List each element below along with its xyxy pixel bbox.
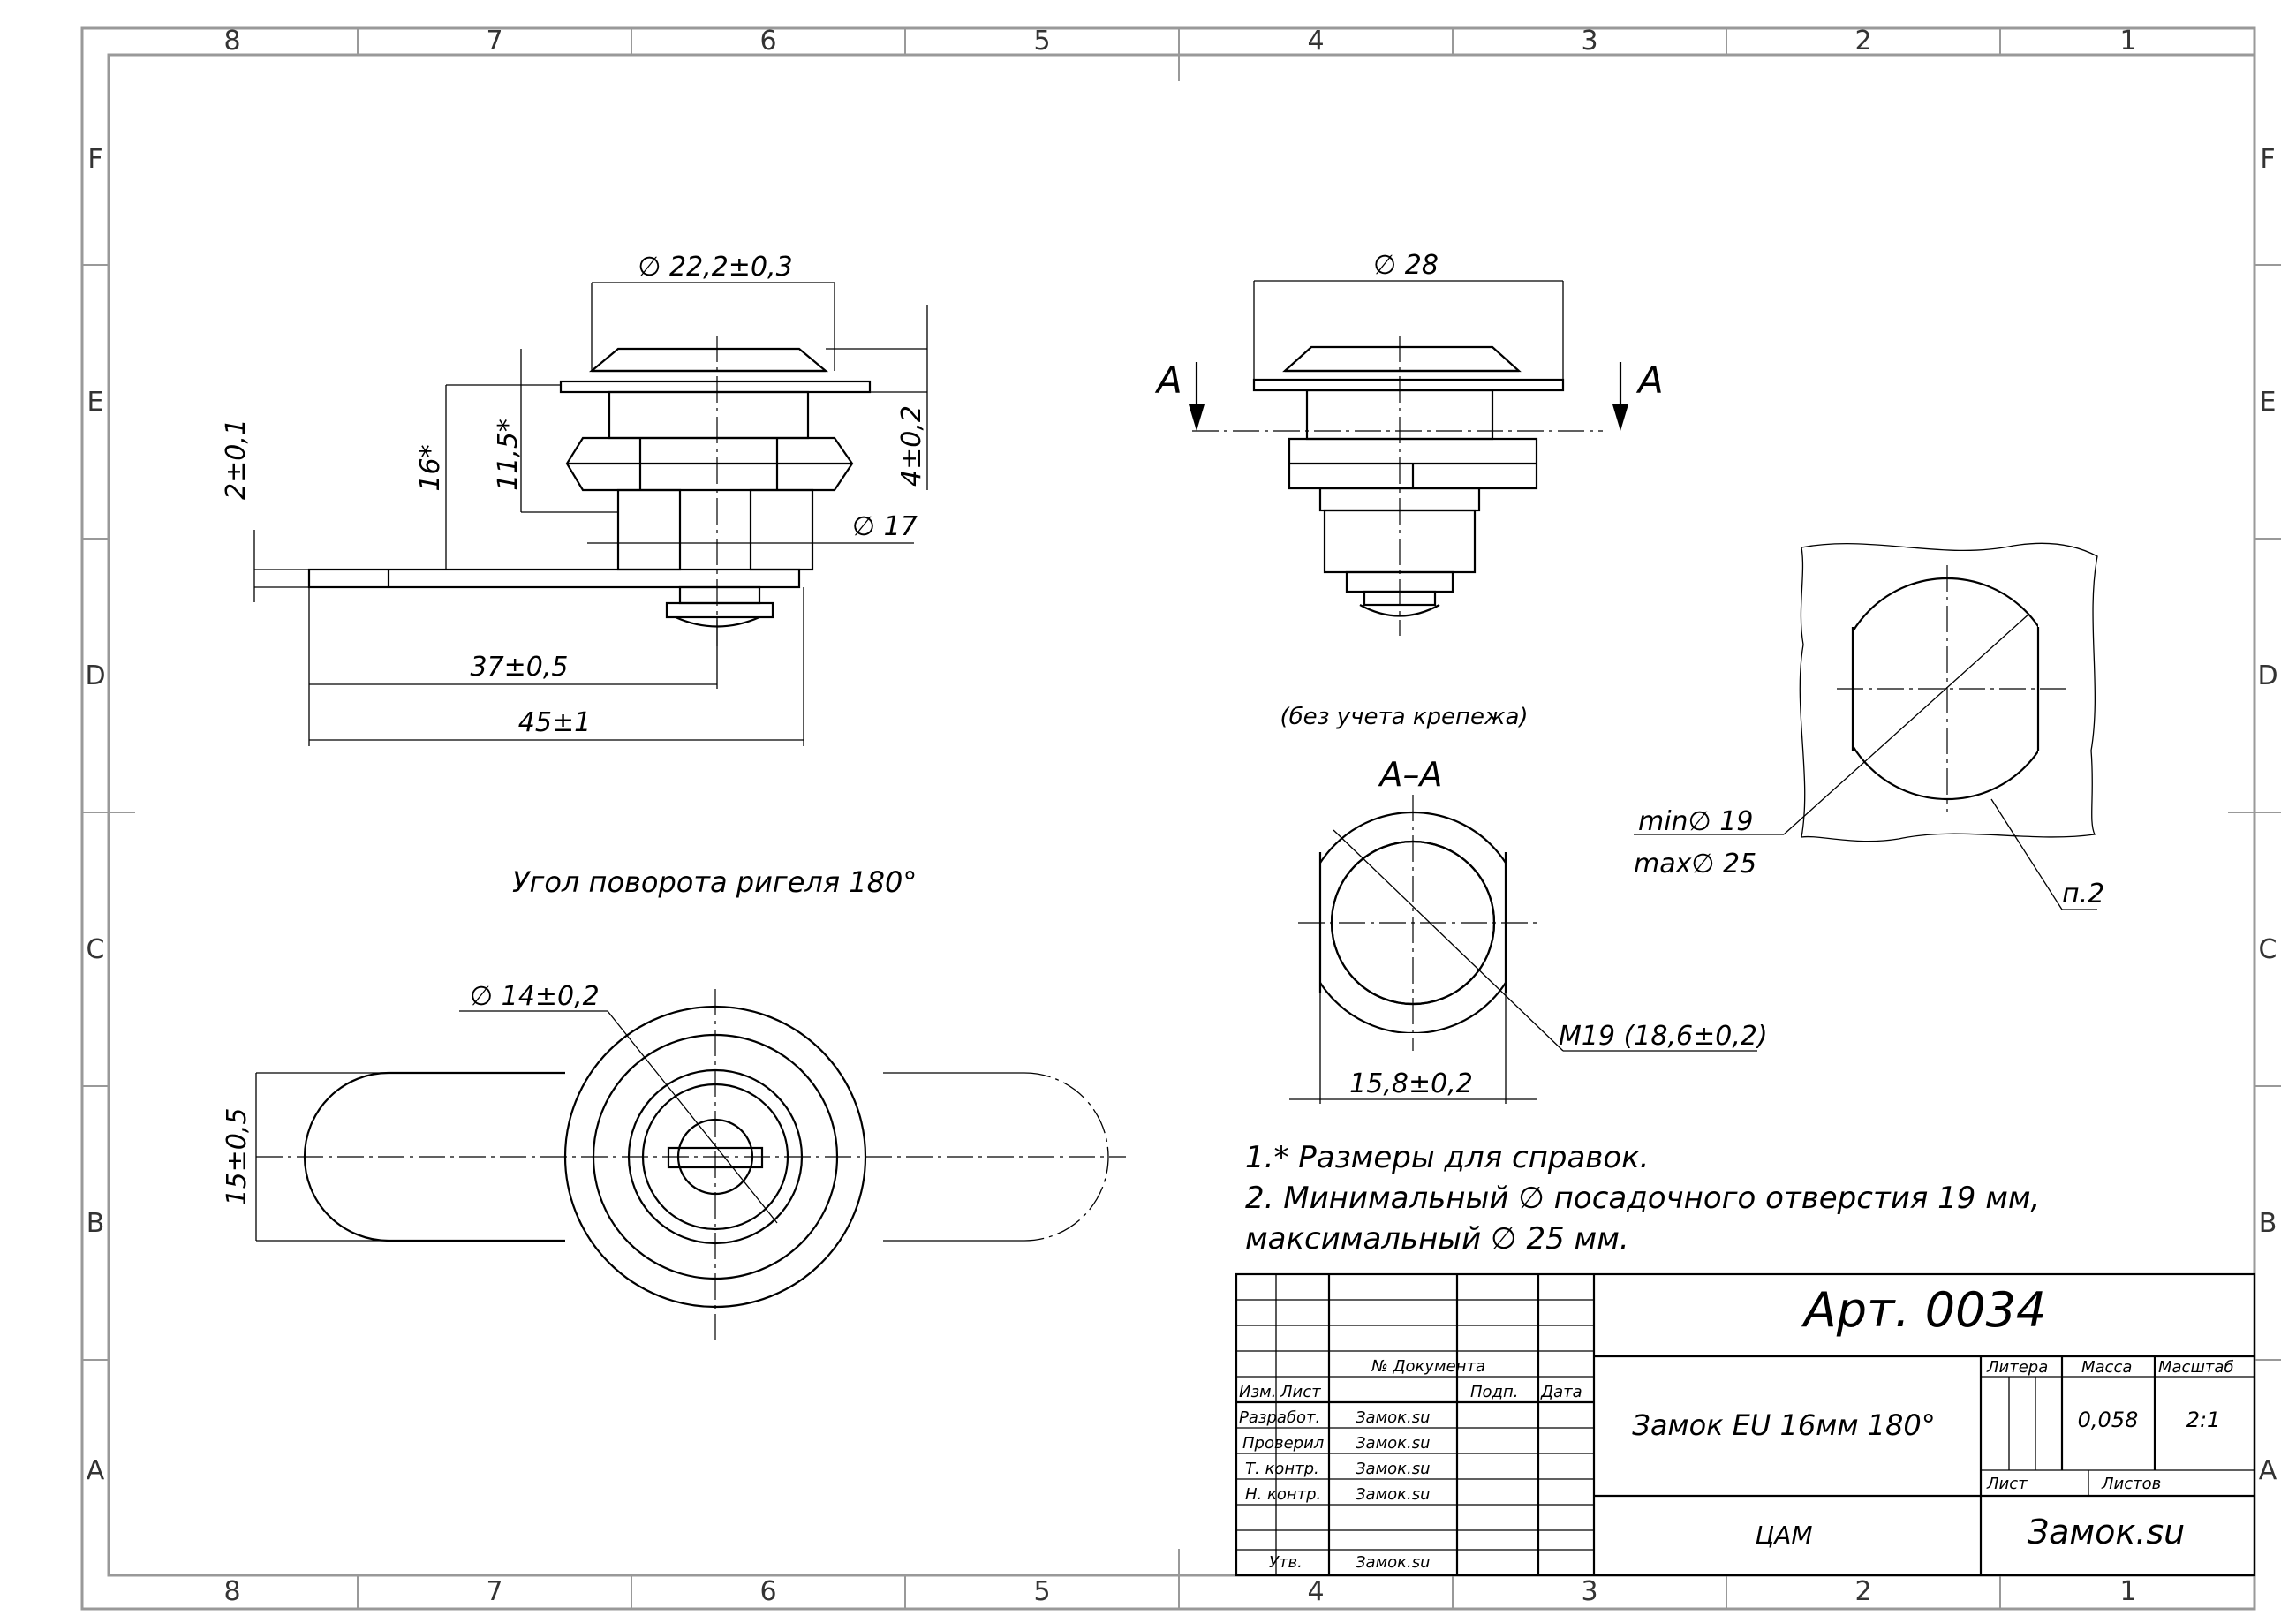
zone-col-6-top: 6 xyxy=(759,26,776,57)
hdr-izm: Изм. xyxy=(1239,1383,1276,1401)
note-2: 2. Минимальный ∅ посадочного отверстия 1… xyxy=(1245,1181,2040,1216)
section-mark-right: A xyxy=(1635,359,1664,402)
role-approved: Утв. xyxy=(1269,1553,1303,1572)
zone-col-8-bottom: 8 xyxy=(223,1576,240,1607)
zone-row-e-right: E xyxy=(2260,387,2277,418)
hdr-massa: Масса xyxy=(2081,1358,2132,1377)
rotation-note: Угол поворота ригеля 180° xyxy=(512,865,917,899)
top-view xyxy=(255,989,1126,1342)
section-view xyxy=(1289,795,1757,1104)
dim-length-37: 37±0,5 xyxy=(470,652,568,683)
dim-side-head-diameter: ∅ 22,2±0,3 xyxy=(638,252,792,283)
zone-row-e-left: E xyxy=(87,387,104,418)
name-tech-control: Замок.su xyxy=(1356,1460,1431,1478)
zone-row-d-left: D xyxy=(85,661,105,691)
section-title: A–A xyxy=(1378,755,1443,794)
hdr-podp: Подп. xyxy=(1470,1383,1518,1401)
zone-col-1-bottom: 1 xyxy=(2119,1576,2136,1607)
dim-front-head-diameter: ∅ 28 xyxy=(1373,250,1439,281)
role-tech-control: Т. контр. xyxy=(1245,1460,1319,1478)
outer-frame xyxy=(80,26,2256,1611)
zone-ticks xyxy=(82,28,2281,1609)
dim-core-diameter: ∅ 14±0,2 xyxy=(470,981,600,1012)
front-view-note: (без учета крепежа) xyxy=(1280,704,1528,730)
zone-col-4-bottom: 4 xyxy=(1307,1576,1324,1607)
dim-body-diameter: ∅ 17 xyxy=(852,511,918,542)
zone-row-a-right: A xyxy=(2259,1455,2277,1486)
zone-col-7-bottom: 7 xyxy=(486,1576,502,1607)
mass-value: 0,058 xyxy=(2078,1408,2139,1432)
article-number: Арт. 0034 xyxy=(1801,1282,2046,1338)
zone-col-2-bottom: 2 xyxy=(1854,1576,1871,1607)
zone-col-4-top: 4 xyxy=(1307,26,1324,57)
dim-hole-max: max∅ 25 xyxy=(1634,849,1756,879)
zone-col-7-top: 7 xyxy=(486,26,502,57)
dim-flat: 15,8±0,2 xyxy=(1349,1068,1473,1099)
hdr-doc-no: № Документа xyxy=(1371,1357,1485,1376)
zone-row-c-right: C xyxy=(2259,934,2277,965)
zone-col-8-top: 8 xyxy=(223,26,240,57)
company-name: Замок.su xyxy=(2028,1513,2185,1551)
hdr-list: Лист xyxy=(1280,1383,1321,1401)
dim-thickness-2: 2±0,1 xyxy=(221,419,252,500)
zone-col-2-top: 2 xyxy=(1854,26,1871,57)
zone-row-b-right: B xyxy=(2259,1208,2277,1239)
zone-col-3-bottom: 3 xyxy=(1581,1576,1597,1607)
dim-hole-min: min∅ 19 xyxy=(1638,806,1753,837)
scale-value: 2:1 xyxy=(2186,1408,2221,1432)
name-norm-control: Замок.su xyxy=(1356,1485,1431,1504)
note-3: максимальный ∅ 25 мм. xyxy=(1245,1221,1629,1257)
front-view xyxy=(1189,280,1628,636)
hole-ref: п.2 xyxy=(2062,879,2104,910)
dim-height-11-5: 11,5* xyxy=(493,419,524,491)
zone-row-b-left: B xyxy=(87,1208,105,1239)
role-developer: Разработ. xyxy=(1239,1408,1320,1427)
hdr-data: Дата xyxy=(1540,1383,1582,1401)
title-block xyxy=(1235,1272,2256,1577)
side-view-dimensions xyxy=(253,282,928,746)
name-checker: Замок.su xyxy=(1356,1434,1431,1453)
zone-col-1-top: 1 xyxy=(2119,26,2136,57)
section-mark-left: A xyxy=(1154,359,1182,402)
inner-frame xyxy=(107,53,2256,1577)
dim-flange-4: 4±0,2 xyxy=(896,405,927,487)
name-approved: Замок.su xyxy=(1356,1553,1431,1572)
dim-thread: M19 (18,6±0,2) xyxy=(1559,1021,1768,1052)
dim-height-16: 16* xyxy=(415,444,446,491)
hdr-sheets: Листов xyxy=(2101,1475,2161,1493)
zone-col-3-top: 3 xyxy=(1581,26,1597,57)
product-name: Замок EU 16мм 180° xyxy=(1632,1408,1935,1442)
zone-row-c-left: C xyxy=(87,934,105,965)
hdr-masshtab: Масштаб xyxy=(2158,1358,2234,1377)
role-norm-control: Н. контр. xyxy=(1245,1485,1321,1504)
zone-col-6-bottom: 6 xyxy=(759,1576,776,1607)
hdr-sheet: Лист xyxy=(1986,1475,2028,1493)
zone-row-f-right: F xyxy=(2260,144,2275,175)
role-checker: Проверил xyxy=(1242,1434,1324,1453)
organization: ЦАМ xyxy=(1755,1521,1812,1550)
dim-width-15: 15±0,5 xyxy=(222,1107,253,1205)
side-view xyxy=(307,336,872,649)
zone-row-f-left: F xyxy=(87,144,102,175)
dim-length-45: 45±1 xyxy=(518,707,591,738)
zone-row-d-right: D xyxy=(2257,661,2277,691)
name-developer: Замок.su xyxy=(1356,1408,1431,1427)
hdr-litera: Литера xyxy=(1986,1358,2048,1377)
zone-col-5-top: 5 xyxy=(1033,26,1050,57)
zone-row-a-left: A xyxy=(87,1455,105,1486)
note-1: 1.* Размеры для справок. xyxy=(1245,1140,1650,1175)
mounting-hole-view xyxy=(1634,542,2098,910)
zone-col-5-bottom: 5 xyxy=(1033,1576,1050,1607)
